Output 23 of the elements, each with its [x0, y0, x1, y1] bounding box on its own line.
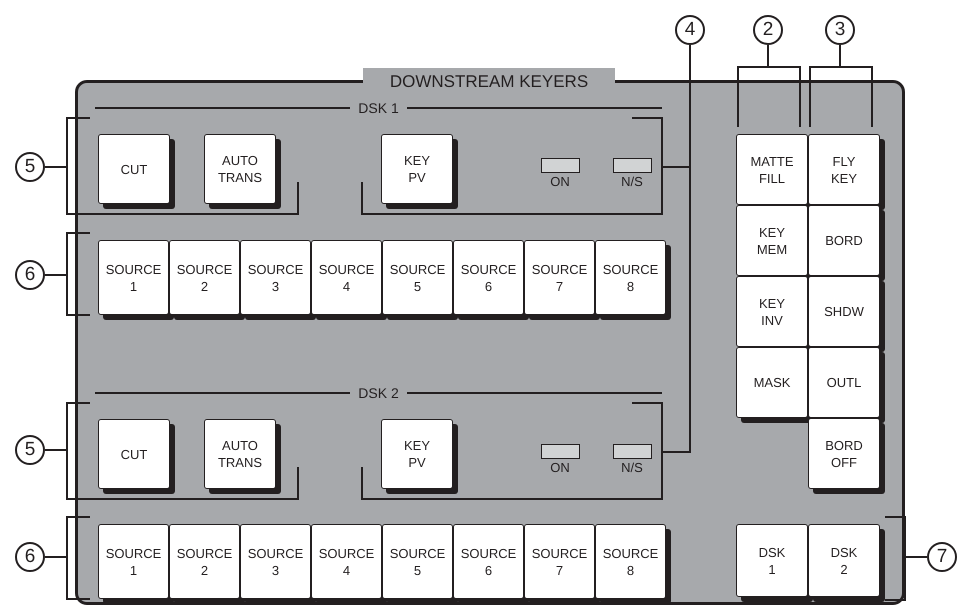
section-label: DSK 1	[358, 100, 399, 116]
indicator-label: ON	[550, 173, 570, 191]
leader-line	[737, 44, 801, 128]
key-button: MATTE FILL	[736, 134, 808, 205]
indicator-label: N/S	[621, 173, 643, 191]
leader-line	[44, 402, 299, 500]
key-button: KEY INV	[736, 276, 808, 347]
leader-line	[44, 516, 91, 600]
indicator-label: N/S	[621, 459, 643, 477]
section-label: DSK 2	[358, 385, 399, 401]
callout-number: 6	[15, 260, 45, 290]
callout-number: 7	[927, 542, 957, 572]
callout-number: 5	[15, 435, 45, 465]
callout-number: 4	[675, 15, 705, 45]
indicator-label: ON	[550, 459, 570, 477]
leader-line	[809, 44, 873, 128]
callout-number: 6	[15, 542, 45, 572]
leader-line	[44, 117, 299, 215]
callout-number: 2	[753, 15, 783, 45]
key-button: KEY MEM	[736, 205, 808, 276]
callout-number: 5	[15, 152, 45, 182]
leader-line	[44, 232, 91, 316]
callout-number: 3	[825, 15, 855, 45]
